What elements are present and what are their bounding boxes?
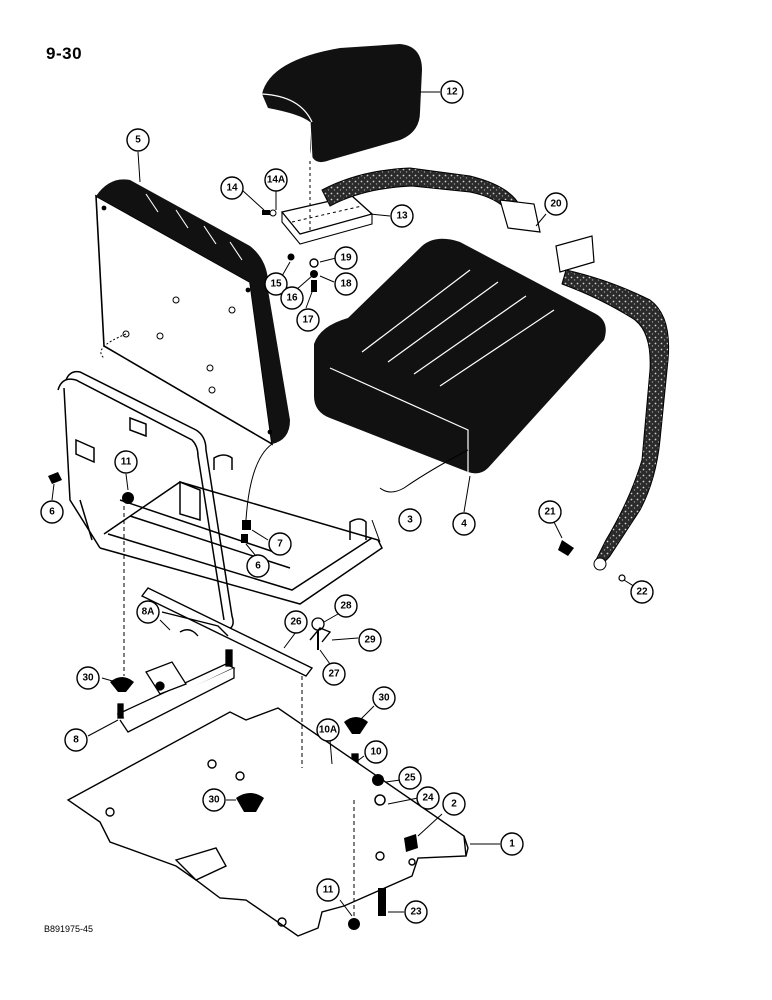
svg-text:14: 14 bbox=[226, 183, 238, 194]
svg-text:25: 25 bbox=[404, 773, 416, 784]
seat-belt bbox=[321, 167, 670, 582]
callout-11-lower: 11 bbox=[316, 878, 340, 902]
svg-text:30: 30 bbox=[82, 673, 94, 684]
callout-2: 2 bbox=[442, 792, 466, 816]
svg-text:11: 11 bbox=[121, 457, 132, 468]
svg-text:13: 13 bbox=[396, 211, 408, 222]
callout-22: 22 bbox=[630, 580, 654, 604]
callout-15: 15 bbox=[264, 272, 288, 296]
callout-25: 25 bbox=[398, 766, 422, 790]
callout-27: 27 bbox=[322, 662, 346, 686]
reference-code: B891975-45 bbox=[44, 924, 94, 934]
svg-text:10A: 10A bbox=[319, 725, 337, 736]
guide-lines bbox=[123, 506, 355, 920]
seat-frame bbox=[57, 370, 383, 631]
callout-6-center: 6 bbox=[246, 554, 270, 578]
page-number: 9-30 bbox=[46, 44, 83, 63]
frame-nut bbox=[242, 520, 251, 530]
svg-text:17: 17 bbox=[302, 315, 314, 326]
callout-16: 16 bbox=[280, 286, 304, 310]
svg-text:8: 8 bbox=[73, 735, 79, 746]
svg-text:19: 19 bbox=[340, 253, 352, 264]
callout-17: 17 bbox=[296, 308, 320, 332]
callout-3: 3 bbox=[398, 508, 422, 532]
svg-text:30: 30 bbox=[378, 693, 390, 704]
svg-text:7: 7 bbox=[277, 539, 283, 550]
svg-text:10: 10 bbox=[370, 747, 382, 758]
svg-text:23: 23 bbox=[410, 907, 422, 918]
callout-12: 12 bbox=[440, 80, 464, 104]
svg-text:3: 3 bbox=[407, 515, 413, 526]
callout-30-upper-right: 30 bbox=[372, 686, 396, 710]
callout-10: 10 bbox=[364, 740, 388, 764]
callout-28: 28 bbox=[334, 594, 358, 618]
frame-bolt bbox=[241, 534, 248, 543]
callout-8a: 8A bbox=[136, 600, 160, 624]
callout-10a: 10A bbox=[316, 718, 340, 742]
callout-30-center: 30 bbox=[202, 788, 226, 812]
svg-text:2: 2 bbox=[451, 799, 457, 810]
mounting-plate bbox=[66, 707, 469, 937]
left-seat-slide bbox=[116, 649, 236, 733]
svg-text:4: 4 bbox=[461, 519, 467, 530]
callout-13: 13 bbox=[390, 204, 414, 228]
svg-text:11: 11 bbox=[323, 885, 334, 896]
callout-14: 14 bbox=[220, 176, 244, 200]
callout-18: 18 bbox=[334, 272, 358, 296]
svg-text:8A: 8A bbox=[142, 607, 155, 618]
callout-30-left: 30 bbox=[76, 666, 100, 690]
callout-11-upper: 11 bbox=[114, 450, 138, 474]
seat-cushion bbox=[314, 238, 606, 474]
callout-19: 19 bbox=[334, 246, 358, 270]
svg-text:24: 24 bbox=[422, 793, 434, 804]
callout-6-left: 6 bbox=[40, 500, 64, 524]
backrest bbox=[95, 179, 290, 446]
svg-text:16: 16 bbox=[286, 293, 298, 304]
svg-text:14A: 14A bbox=[267, 175, 285, 186]
svg-text:22: 22 bbox=[636, 587, 648, 598]
callout-26: 26 bbox=[284, 610, 308, 634]
callout-1: 1 bbox=[500, 832, 524, 856]
headrest bbox=[261, 44, 422, 163]
svg-text:27: 27 bbox=[328, 669, 340, 680]
svg-text:26: 26 bbox=[290, 617, 302, 628]
callout-5: 5 bbox=[126, 128, 150, 152]
callout-21: 21 bbox=[538, 500, 562, 524]
frame-bolt-left bbox=[48, 472, 62, 484]
svg-text:5: 5 bbox=[135, 135, 141, 146]
svg-text:21: 21 bbox=[544, 507, 556, 518]
svg-text:29: 29 bbox=[364, 635, 376, 646]
callout-24: 24 bbox=[416, 786, 440, 810]
callout-leaders bbox=[51, 91, 641, 917]
svg-text:20: 20 bbox=[550, 199, 562, 210]
svg-text:1: 1 bbox=[509, 839, 515, 850]
callout-7: 7 bbox=[268, 532, 292, 556]
svg-text:18: 18 bbox=[340, 279, 352, 290]
svg-text:12: 12 bbox=[446, 87, 458, 98]
callout-20: 20 bbox=[544, 192, 568, 216]
floor-hardware bbox=[110, 492, 418, 930]
svg-text:6: 6 bbox=[255, 561, 261, 572]
callout-4: 4 bbox=[452, 512, 476, 536]
slide-rail bbox=[140, 587, 332, 677]
callout-14a: 14A bbox=[264, 168, 288, 192]
callout-8: 8 bbox=[64, 728, 88, 752]
callout-23: 23 bbox=[404, 900, 428, 924]
callout-29: 29 bbox=[358, 628, 382, 652]
svg-text:6: 6 bbox=[49, 507, 55, 518]
svg-text:28: 28 bbox=[340, 601, 352, 612]
svg-text:15: 15 bbox=[270, 279, 282, 290]
svg-text:30: 30 bbox=[208, 795, 220, 806]
